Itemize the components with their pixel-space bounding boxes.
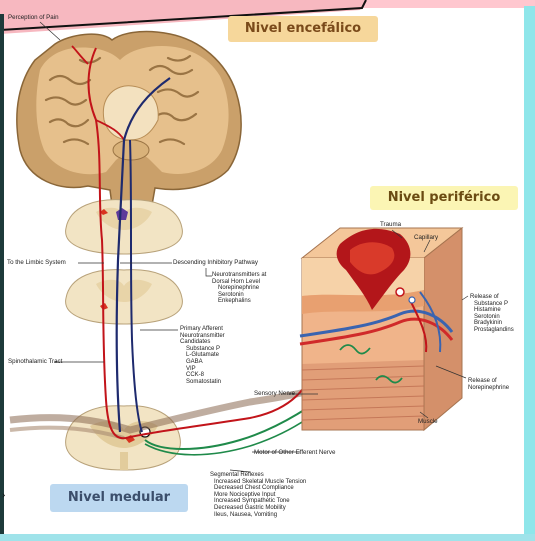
- label-release-norepinephrine: Release of Norepinephrine: [468, 378, 509, 391]
- rs-line: Prostaglandins: [474, 327, 514, 334]
- label-muscle: Muscle: [418, 418, 438, 425]
- label-sensory-nerve: Sensory Nerve: [254, 390, 295, 397]
- bottom-cyan-bar: [0, 534, 535, 541]
- release-substances-block: Release of Substance P Histamine Seroton…: [470, 294, 514, 334]
- rs-line: Release of: [470, 294, 514, 301]
- side-arrow-glyph: ›: [2, 491, 6, 501]
- tissue-block: [300, 228, 462, 430]
- label-descending-pathway: Descending Inhibitory Pathway: [173, 259, 258, 266]
- rs-line: Histamine: [474, 307, 514, 314]
- pa-line: Primary Afferent: [180, 326, 225, 333]
- nt-line: Enkephalins: [218, 298, 266, 305]
- sr-line: Decreased Gastric Mobility: [214, 505, 306, 512]
- sr-line: Ileus, Nausea, Vomiting: [214, 512, 306, 519]
- label-limbic-system: To the Limbic System: [7, 259, 66, 266]
- sr-line: More Nociceptive Input: [214, 492, 306, 499]
- neurotransmitters-block: Neurotransmitters at Dorsal Horn Level N…: [212, 272, 266, 305]
- pa-line: Neurotransmitter: [180, 333, 225, 340]
- right-cyan-bar: [524, 6, 535, 536]
- label-perception-of-pain: Perception of Pain: [8, 14, 59, 21]
- nt-line: Neurotransmitters at: [212, 272, 266, 279]
- label-trauma: Trauma: [380, 221, 401, 228]
- nt-line: Norepinephrine: [218, 285, 266, 292]
- rs-line: Bradykinin: [474, 320, 514, 327]
- cord-section-upper: [66, 200, 183, 254]
- level-tag-encefalico: Nivel encefálico: [228, 16, 378, 42]
- pa-line: Somatostatin: [186, 379, 225, 386]
- label-motor-efferent-nerve: Motor of Other Efferent Nerve: [254, 449, 335, 456]
- rs-line: Serotonin: [474, 314, 514, 321]
- pa-line: VIP: [186, 366, 225, 373]
- sr-line: Segmental Reflexes: [210, 472, 306, 479]
- release-nore-line: Norepinephrine: [468, 385, 509, 392]
- brain-section: [17, 32, 241, 205]
- left-frame-bar: [0, 14, 4, 534]
- cord-section-middle: [66, 270, 183, 324]
- sr-line: Increased Sympathetic Tone: [214, 498, 306, 505]
- sr-line: Decreased Chest Compliance: [214, 485, 306, 492]
- level-tag-periferico: Nivel periférico: [370, 186, 518, 210]
- nt-line: Serotonin: [218, 292, 266, 299]
- pa-line: CCK-8: [186, 372, 225, 379]
- level-tag-medular: Nivel medular: [50, 484, 188, 512]
- segmental-reflexes-block: Segmental Reflexes Increased Skeletal Mu…: [210, 472, 306, 518]
- sr-line: Increased Skeletal Muscle Tension: [214, 479, 306, 486]
- nt-line: Dorsal Horn Level: [212, 279, 266, 286]
- label-capillary: Capillary: [414, 234, 438, 241]
- pa-line: Candidates: [180, 339, 225, 346]
- rs-line: Substance P: [474, 301, 514, 308]
- pa-line: Substance P: [186, 346, 225, 353]
- primary-afferent-block: Primary Afferent Neurotransmitter Candid…: [180, 326, 225, 385]
- pa-line: L-Glutamate: [186, 352, 225, 359]
- label-spinothalamic-tract: Spinothalamic Tract: [8, 358, 62, 365]
- release-nore-line: Release of: [468, 378, 509, 385]
- pa-line: GABA: [186, 359, 225, 366]
